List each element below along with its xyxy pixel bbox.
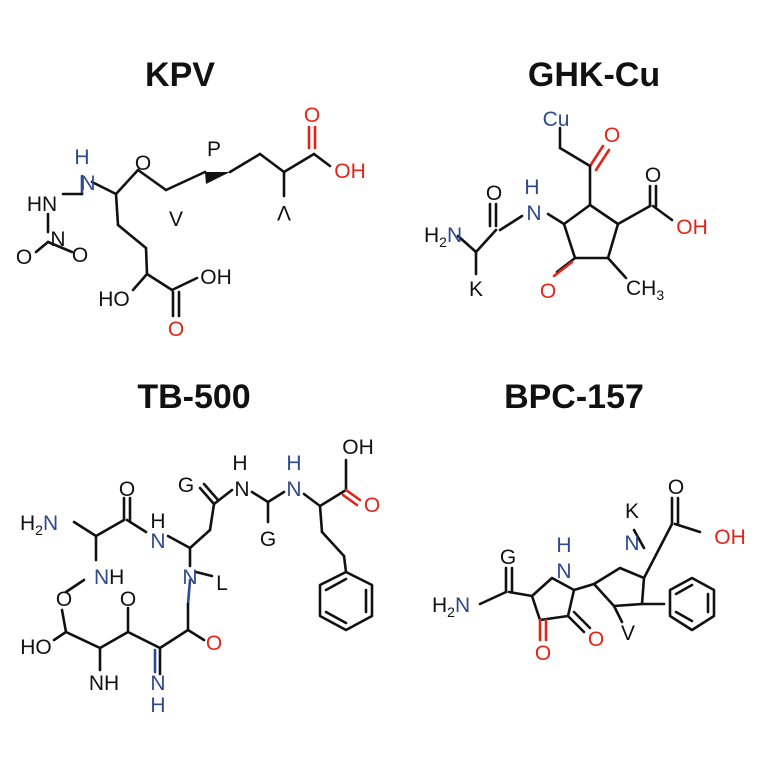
kpv-atom-v1: V	[169, 208, 183, 231]
kpv-atom-hn: HN	[27, 193, 57, 216]
tb-500-atom-nh2: NH	[89, 672, 119, 695]
kpv-bonds	[34, 125, 332, 318]
bpc-157-atom-o2: O	[588, 628, 604, 651]
ghk-cu-atom-acid-o: O	[645, 164, 661, 187]
ghk-cu-atom-amide-o: O	[486, 182, 502, 205]
tb-500-atom-n-l: N	[182, 566, 197, 589]
ghk-cu-title: GHK-Cu	[528, 56, 660, 94]
tb-500-structure: TB-500	[20, 378, 380, 717]
kpv-atom-oh1: OH	[334, 160, 366, 183]
tb-500-atom-n2: N	[234, 478, 249, 501]
tb-500-atom-o1: O	[119, 478, 135, 501]
kpv-atom-p: P	[207, 138, 221, 161]
tb-500-atom-h-n2: H	[232, 452, 247, 475]
ghk-cu-atom-amide-h: H	[524, 176, 539, 199]
ghk-cu-structure: GHK-Cu Cu O	[424, 56, 708, 303]
kpv-atom-n: N	[80, 172, 95, 195]
tb-500-atom-g1: G	[178, 474, 194, 497]
bpc-157-atom-g: G	[500, 546, 516, 569]
tb-500-title: TB-500	[137, 378, 250, 416]
tb-500-atom-oh: OH	[342, 436, 374, 459]
bpc-157-atom-h-n1: H	[556, 534, 571, 557]
ghk-cu-atom-k: K	[469, 278, 483, 301]
kpv-atom-oh2: OH	[200, 266, 232, 289]
kpv-structure: KPV	[16, 56, 366, 341]
tb-500-atom-o3: O	[120, 588, 136, 611]
kpv-atom-keto-o: O	[135, 152, 151, 175]
tb-500-atom-h-n1: H	[150, 510, 165, 533]
tb-500-atom-link-o: O	[56, 588, 72, 611]
bpc-157-atom-acid-o: O	[668, 476, 684, 499]
kpv-atom-o2: O	[72, 244, 88, 267]
bpc-157-atom-o1: O	[535, 642, 551, 665]
ghk-cu-atom-cu: Cu	[543, 108, 570, 131]
kpv-title: KPV	[145, 56, 215, 94]
tb-500-atom-g2: G	[260, 528, 276, 551]
kpv-atom-ho: HO	[98, 288, 130, 311]
ghk-cu-atom-keto-o: O	[604, 124, 620, 147]
bpc-157-bonds	[478, 496, 716, 642]
tb-500-atom-n3: N	[286, 478, 301, 501]
kpv-atom-o1: O	[16, 246, 32, 269]
bpc-157-atom-v: V	[621, 622, 635, 645]
tb-500-bonds	[52, 458, 374, 676]
bpc-157-structure: BPC-157 G H N K	[432, 378, 746, 665]
tb-500-atom-nh1: NH	[94, 566, 124, 589]
bpc-157-title: BPC-157	[504, 378, 644, 416]
ghk-cu-bonds	[456, 126, 674, 280]
kpv-atom-h: H	[74, 146, 89, 169]
bpc-157-atom-h2n: H2N	[432, 594, 470, 620]
kpv-atom-acid-o1: O	[304, 104, 320, 127]
tb-500-atom-n-bottom: N	[150, 672, 165, 695]
tb-500-atom-acid-o: O	[364, 494, 380, 517]
tb-500-atom-h-bottom: H	[150, 694, 165, 717]
tb-500-atom-h2n: H2N	[20, 512, 58, 538]
bpc-157-atom-k: K	[625, 500, 639, 523]
kpv-atom-v2: V	[277, 201, 291, 224]
ghk-cu-atom-ch3: CH3	[626, 277, 664, 303]
bpc-157-atom-n2: N	[624, 532, 639, 555]
bpc-157-atom-n1: N	[556, 560, 571, 583]
ghk-cu-atom-amide-n: N	[526, 202, 541, 225]
ghk-cu-atom-ring-o: O	[540, 280, 556, 303]
tb-500-atom-n1: N	[150, 530, 165, 553]
ghk-cu-atom-oh: OH	[676, 216, 708, 239]
kpv-atom-c-n: N	[50, 228, 65, 251]
tb-500-atom-o4: O	[206, 632, 222, 655]
ghk-cu-atom-h2n: H2N	[424, 224, 462, 250]
bpc-157-atom-oh: OH	[714, 526, 746, 549]
tb-500-atom-h-n3: H	[286, 452, 301, 475]
tb-500-atom-l: L	[216, 572, 228, 595]
kpv-atom-acid-o2: O	[168, 318, 184, 341]
tb-500-atom-ho: HO	[20, 636, 52, 659]
